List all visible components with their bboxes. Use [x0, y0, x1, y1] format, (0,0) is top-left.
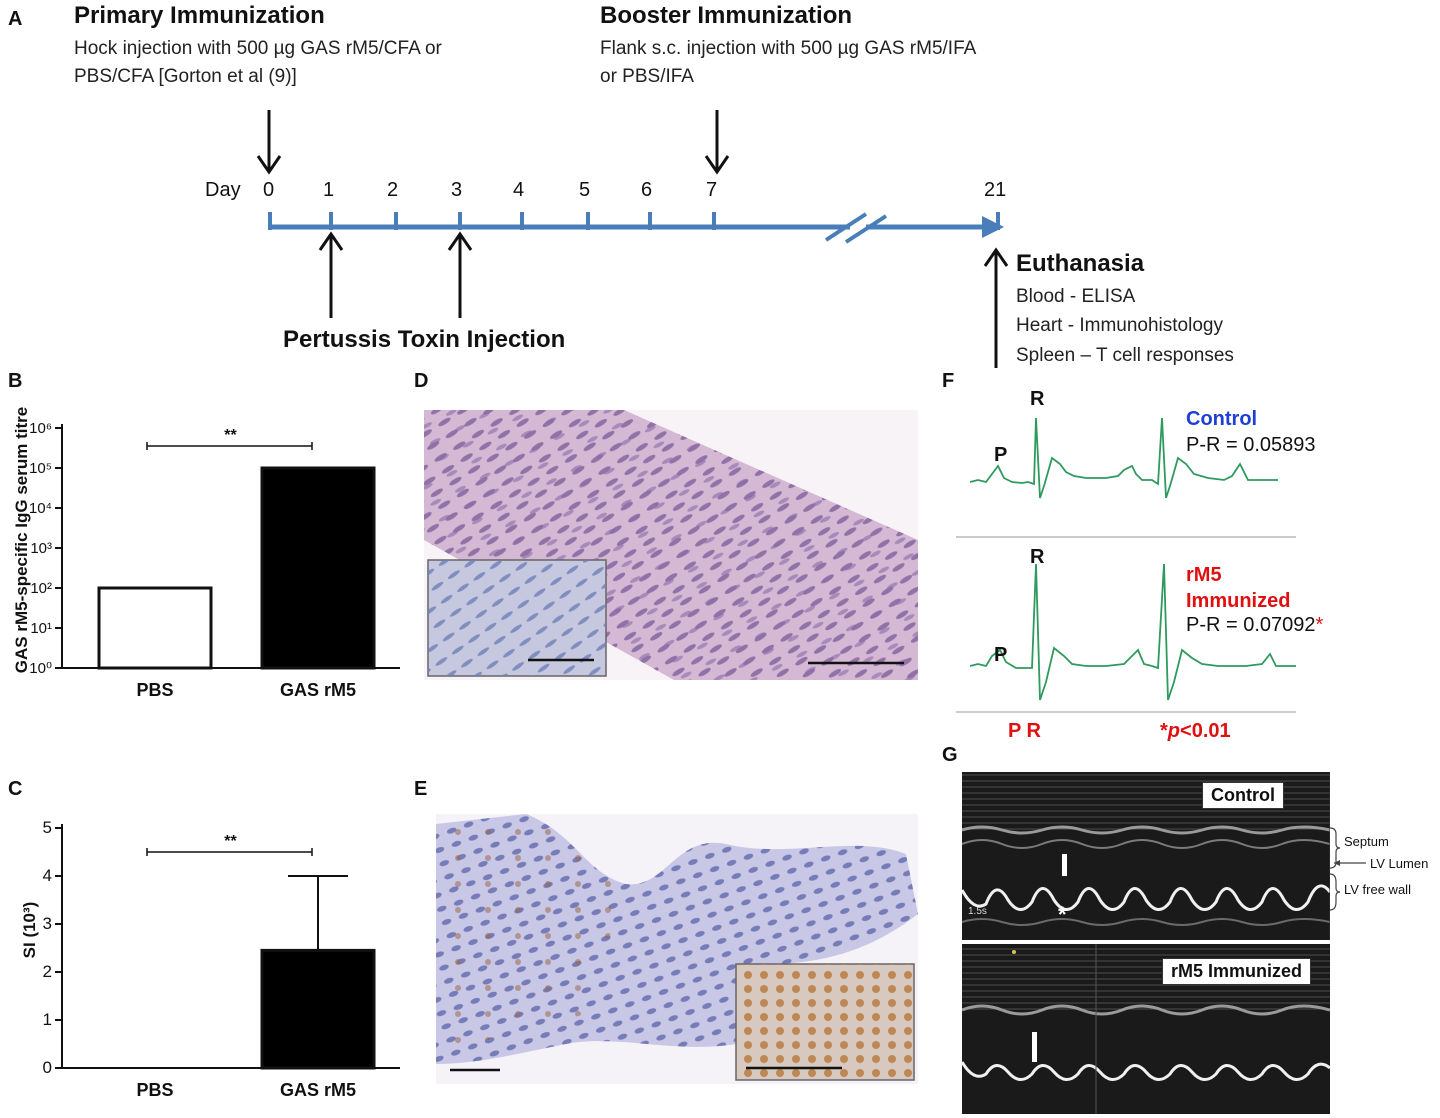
chart-b-y-tick-label: 10¹ — [30, 620, 52, 637]
timeline-graphic — [256, 110, 1009, 368]
timeline-arrowhead — [982, 216, 1004, 238]
ecg-immunized-pr: P-R = 0.07092 — [1186, 614, 1316, 636]
euthanasia-item-heart: Heart - Immunohistology — [1016, 315, 1223, 336]
chart-c-y-tick-label: 0 — [43, 1058, 52, 1077]
ecg-trace-immunized — [969, 563, 1296, 701]
axis-break-1 — [824, 212, 868, 242]
chart-b-significance-label: ** — [224, 427, 237, 444]
chart-b-y-tick-label: 10⁴ — [29, 500, 52, 517]
chart-c-y-tick-label: 5 — [43, 818, 52, 837]
euthanasia-title: Euthanasia — [1016, 250, 1145, 277]
echo-mmode-images — [962, 772, 1330, 1114]
chart-c-significance-label: ** — [224, 833, 237, 850]
echo-lv-lumen-label: LV Lumen — [1370, 856, 1429, 871]
echo-annotation-brackets — [1329, 827, 1366, 911]
ecg-immunized-label-1: rM5 — [1186, 564, 1222, 586]
panel-label-e: E — [414, 778, 428, 800]
ecg-traces — [956, 417, 1296, 713]
booster-immunization-line2: or PBS/IFA — [600, 66, 694, 87]
day-3: 3 — [451, 179, 463, 201]
euthanasia-item-blood: Blood - ELISA — [1016, 286, 1136, 307]
echo-control-tag: Control — [1202, 782, 1284, 809]
day-2: 2 — [387, 179, 399, 201]
chart-c-y-tick-label: 3 — [43, 914, 52, 933]
chart-b-y-tick-label: 10³ — [30, 540, 52, 557]
ecg-trace-control — [969, 417, 1278, 499]
ecg-immunized-pr-row: P-R = 0.07092* — [1186, 614, 1323, 637]
chart-b-y-tick-label: 10⁶ — [29, 420, 52, 437]
ecg-control-pr: P-R = 0.05893 — [1186, 434, 1316, 456]
lumen-marker-immunized — [1032, 1032, 1037, 1062]
day-0: 0 — [263, 179, 275, 201]
chart-c-y-tick-label: 4 — [43, 866, 52, 885]
histology-image-d — [424, 410, 918, 680]
chart-c-category-label: PBS — [136, 1080, 173, 1100]
echo-scale: 1.5s — [968, 906, 987, 917]
day-ticks — [268, 212, 1000, 230]
chart-c-y-tick-label: 2 — [43, 962, 52, 981]
day-label: Day — [205, 179, 241, 201]
ecg-r-label-immunized: R — [1030, 546, 1045, 568]
ecg-immunized-star: * — [1315, 614, 1324, 636]
ecg-r-label-control: R — [1030, 388, 1045, 410]
lv-free-wall-trace — [962, 884, 1330, 911]
booster-arrow-head — [704, 155, 730, 175]
echo-lv-free-wall-label: LV free wall — [1344, 882, 1411, 897]
primary-immunization-line2: PBS/CFA [Gorton et al (9)] — [74, 66, 297, 87]
axis-break-2 — [844, 214, 888, 244]
panel-label-a: A — [8, 8, 23, 30]
day-5: 5 — [579, 179, 591, 201]
chart-b-bar — [97, 586, 213, 670]
day-4: 4 — [513, 179, 525, 201]
ecg-p-value: *p<0.01 — [1160, 720, 1231, 742]
day-6: 6 — [641, 179, 653, 201]
chart-b-y-tick-label: 10² — [30, 580, 52, 597]
chart-b-igg-titre: 10⁰ 10¹ 10² 10³ 10⁴ 10⁵ 10⁶ PBS GAS rM5 ** — [29, 420, 400, 700]
chart-b-bar — [260, 466, 376, 670]
panel-label-c: C — [8, 778, 23, 800]
booster-immunization-line1: Flank s.c. injection with 500 µg GAS rM5… — [600, 38, 977, 59]
chart-b-category-label: GAS rM5 — [280, 680, 356, 700]
chart-c-category-label: GAS rM5 — [280, 1080, 356, 1100]
primary-immunization-line1: Hock injection with 500 µg GAS rM5/CFA o… — [74, 38, 442, 59]
euthanasia-item-spleen: Spleen – T cell responses — [1016, 345, 1234, 366]
pr-interval-label: P R — [1008, 720, 1041, 742]
chart-b-y-tick-label: 10⁵ — [29, 460, 52, 477]
panel-label-d: D — [414, 370, 429, 392]
chart-c-bar — [260, 948, 376, 1070]
chart-c-y-tick-label: 1 — [43, 1010, 52, 1029]
chart-b-y-tick-label: 10⁰ — [29, 660, 52, 677]
panel-label-g: G — [942, 744, 958, 766]
echo-asterisk: * — [1058, 902, 1067, 927]
panel-label-f: F — [942, 370, 955, 392]
day-21: 21 — [984, 179, 1007, 201]
panel-label-b: B — [8, 370, 23, 392]
primary-arrow-head — [256, 155, 282, 175]
echo-septum-label: Septum — [1344, 834, 1389, 849]
booster-immunization-title: Booster Immunization — [600, 2, 853, 29]
histology-image-e — [436, 814, 918, 1084]
ecg-control-label: Control — [1186, 408, 1258, 430]
chart-b-category-label: PBS — [136, 680, 173, 700]
day-1: 1 — [323, 179, 335, 201]
pertussis-label: Pertussis Toxin Injection — [283, 326, 566, 353]
ecg-p-label-immunized: P — [994, 644, 1008, 666]
ecg-p-label-control: P — [994, 444, 1008, 466]
echo-immunized-tag: rM5 Immunized — [1162, 958, 1312, 985]
lumen-marker-control — [1062, 854, 1067, 876]
ecg-immunized-label-2: Immunized — [1186, 590, 1291, 612]
primary-immunization-title: Primary Immunization — [74, 2, 325, 29]
day-7: 7 — [706, 179, 718, 201]
